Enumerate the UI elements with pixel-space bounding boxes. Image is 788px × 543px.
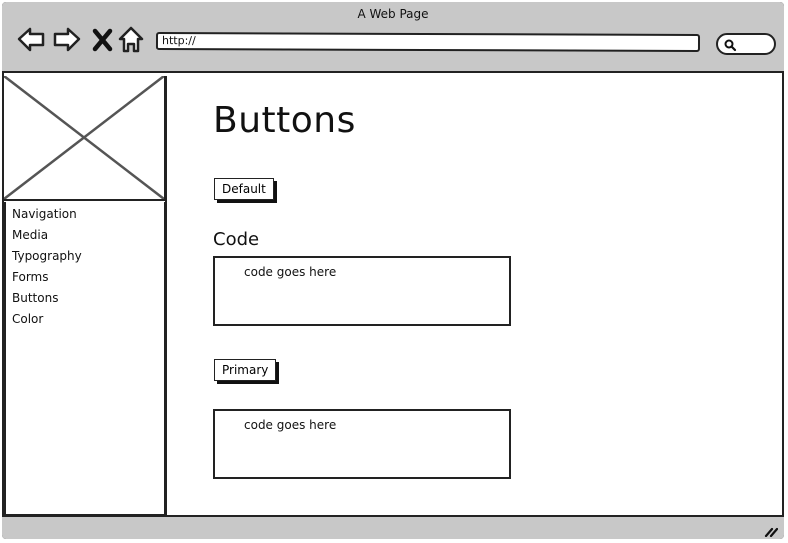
sidebar-item-color[interactable]: Color <box>12 312 44 326</box>
url-input[interactable]: http:// <box>155 32 701 52</box>
search-icon <box>723 37 737 56</box>
code-text: code goes here <box>244 418 337 432</box>
window-title: A Web Page <box>357 7 429 21</box>
sidebar-navigation: Navigation Media Typography Forms Button… <box>4 202 166 516</box>
back-arrow-icon[interactable] <box>16 25 46 55</box>
primary-button[interactable]: Primary <box>214 359 277 381</box>
default-button[interactable]: Default <box>214 178 274 200</box>
code-block: code goes here <box>213 409 511 479</box>
home-icon[interactable] <box>117 25 147 55</box>
page-title: Buttons <box>213 100 356 141</box>
sidebar-item-typography[interactable]: Typography <box>12 249 82 263</box>
sidebar-item-buttons[interactable]: Buttons <box>12 291 59 305</box>
sidebar-item-media[interactable]: Media <box>12 228 49 242</box>
code-text: code goes here <box>244 265 337 279</box>
resize-grip-icon[interactable] <box>764 522 779 538</box>
search-button[interactable] <box>716 33 776 55</box>
code-heading: Code <box>213 229 260 250</box>
image-placeholder <box>4 76 166 201</box>
content-divider <box>165 76 167 516</box>
status-bar <box>2 515 784 539</box>
sidebar-item-forms[interactable]: Forms <box>12 270 49 284</box>
code-block: code goes here <box>213 256 511 326</box>
forward-arrow-icon[interactable] <box>52 25 82 55</box>
sidebar-item-navigation[interactable]: Navigation <box>12 207 77 221</box>
browser-chrome: A Web Page http:// <box>2 2 784 73</box>
close-x-icon[interactable] <box>89 25 119 55</box>
